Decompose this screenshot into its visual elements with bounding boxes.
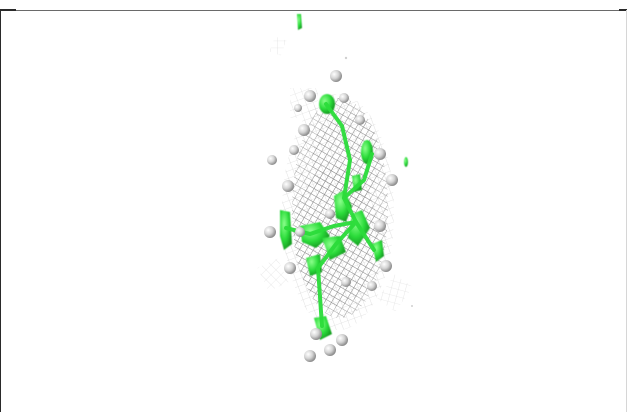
outer-mesh-fragments bbox=[257, 36, 413, 312]
frame-top-border bbox=[0, 10, 627, 11]
frame-left-border bbox=[0, 10, 1, 412]
frame-corner-right bbox=[619, 9, 627, 11]
frame-corner-left bbox=[0, 9, 16, 11]
mesh-specks bbox=[344, 56, 413, 307]
white-atoms bbox=[264, 70, 398, 362]
